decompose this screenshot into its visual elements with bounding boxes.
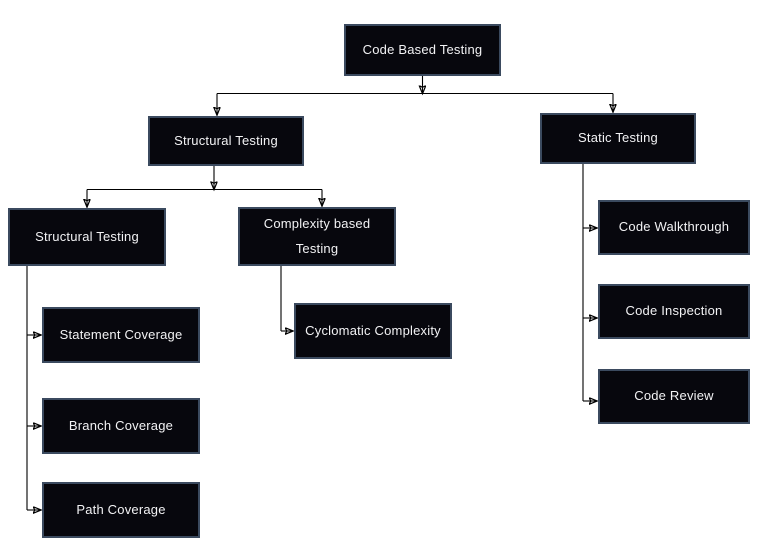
node-label-cyclomatic-complexity: Cyclomatic Complexity [305, 322, 441, 338]
node-label-structural-testing-level2: Structural Testing [35, 228, 139, 244]
node-complexity-based-testing[interactable]: Complexity based Testing [238, 207, 396, 266]
node-statement-coverage[interactable]: Statement Coverage [42, 307, 200, 363]
node-structural-testing-level2[interactable]: Structural Testing [8, 208, 166, 266]
node-cyclomatic-complexity[interactable]: Cyclomatic Complexity [294, 303, 452, 359]
node-label-path-coverage: Path Coverage [76, 501, 166, 517]
node-label-statement-coverage: Statement Coverage [59, 326, 183, 342]
node-label-code-based-testing: Code Based Testing [362, 41, 483, 57]
node-label-code-inspection: Code Inspection [625, 303, 723, 319]
node-code-review[interactable]: Code Review [598, 369, 750, 424]
node-branch-coverage[interactable]: Branch Coverage [42, 398, 200, 454]
node-code-based-testing[interactable]: Code Based Testing [344, 24, 501, 76]
node-static-testing[interactable]: Static Testing [540, 113, 696, 164]
node-label-structural-testing-level1: Structural Testing [174, 132, 278, 148]
node-label-code-review: Code Review [634, 388, 714, 404]
node-code-inspection[interactable]: Code Inspection [598, 284, 750, 339]
node-structural-testing-level1[interactable]: Structural Testing [148, 116, 304, 166]
node-label-code-walkthrough: Code Walkthrough [618, 219, 730, 235]
node-label-complexity-based-testing-line1: Complexity based [263, 215, 371, 231]
node-code-walkthrough[interactable]: Code Walkthrough [598, 200, 750, 255]
node-label-branch-coverage: Branch Coverage [68, 417, 174, 433]
node-label-static-testing: Static Testing [578, 130, 658, 146]
node-path-coverage[interactable]: Path Coverage [42, 482, 200, 538]
node-label-complexity-based-testing-line2: Testing [295, 240, 339, 256]
